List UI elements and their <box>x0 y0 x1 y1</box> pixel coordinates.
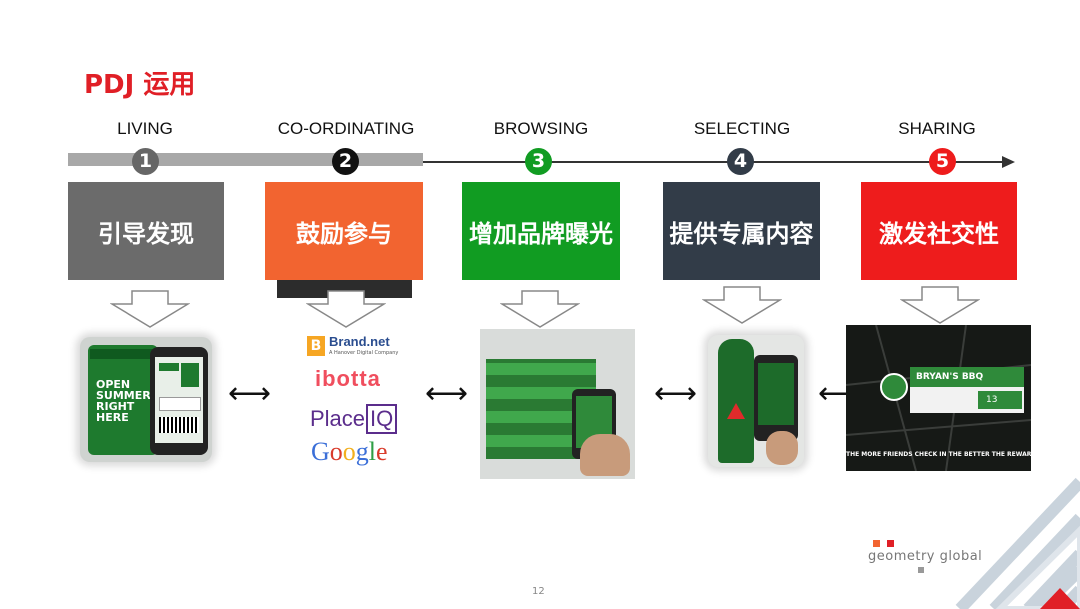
double-arrow-icon: ⟷ <box>425 376 469 411</box>
timeline-arrowhead-icon <box>1002 156 1015 168</box>
brand-square-icon <box>887 540 894 547</box>
map-pin-icon <box>880 373 908 401</box>
map-caption: THE MORE FRIENDS CHECK IN THE BETTER THE… <box>846 451 1037 458</box>
down-arrow-icon <box>306 290 386 328</box>
beer-bottle <box>718 339 754 463</box>
google-logo: Google <box>311 437 388 467</box>
screen-code-box <box>159 397 201 411</box>
venue-title: BRYAN'S BBQ <box>910 367 1024 387</box>
step-label-selecting: SELECTING <box>693 119 791 138</box>
ibotta-logo: ibotta <box>315 366 381 391</box>
double-arrow-icon: ⟷ <box>228 376 272 411</box>
google-letter: g <box>355 437 369 466</box>
double-arrow-icon: ⟷ <box>654 376 698 411</box>
google-letter: l <box>368 437 377 466</box>
down-arrow-icon <box>900 286 980 324</box>
red-star-icon <box>727 403 745 419</box>
page-title: PDJ 运用 <box>84 70 196 100</box>
poster-headline: OPEN SUMMER RIGHT HERE <box>96 378 151 424</box>
phone <box>150 347 208 455</box>
step-box-participate: 鼓励参与 <box>265 182 423 280</box>
beer-display <box>486 359 596 459</box>
step-box-social: 激发社交性 <box>861 182 1017 280</box>
phone-screen <box>758 363 794 425</box>
step-box-exposure: 增加品牌曝光 <box>462 182 620 280</box>
timeline-progress-bar <box>68 153 423 166</box>
google-letter: e <box>376 437 388 466</box>
step-label-browsing: BROWSING <box>493 119 589 138</box>
step-label-sharing: SHARING <box>898 119 976 138</box>
checkin-count: 13 <box>978 391 1022 409</box>
step-number-3: 3 <box>525 148 552 175</box>
step-label-coordinating: CO-ORDINATING <box>277 119 415 138</box>
poster-top-strip <box>90 349 156 359</box>
step-number-4: 4 <box>727 148 754 175</box>
step-number-1: 1 <box>132 148 159 175</box>
step-label-living: LIVING <box>117 119 173 138</box>
box-shadow-bar <box>277 280 412 298</box>
placeiq-iq: IQ <box>366 404 398 434</box>
placeiq-place: Place <box>310 406 366 431</box>
page-number: 12 <box>532 586 545 597</box>
photo-bottle-phone <box>708 335 804 467</box>
google-letter: o <box>342 437 356 466</box>
brand-logo-text: geometry global <box>868 549 983 564</box>
step-box-discover: 引导发现 <box>68 182 224 280</box>
brand-square-icon <box>873 540 880 547</box>
google-letter: o <box>329 437 343 466</box>
step-number-2: 2 <box>332 148 359 175</box>
screen-block <box>159 363 179 371</box>
brandnet-text: Brand.net <box>329 334 390 349</box>
brandnet-b-icon: B <box>307 336 325 356</box>
phone-screen <box>155 357 203 443</box>
photo-poster-scan: OPEN SUMMER RIGHT HERE <box>80 337 212 462</box>
hand <box>766 431 798 465</box>
brandnet-logo: B Brand.net A Hanover Digital Company <box>307 334 398 360</box>
step-box-exclusive: 提供专属内容 <box>663 182 820 280</box>
barcode-icon <box>159 417 199 433</box>
screen-bottle <box>181 363 199 387</box>
photo-map-app: BRYAN'S BBQ 13 THE MORE FRIENDS CHECK IN… <box>846 325 1037 471</box>
brand-square-icon <box>918 567 924 573</box>
phone <box>754 355 798 441</box>
step-number-5: 5 <box>929 148 956 175</box>
corner-pattern-decoration <box>955 477 1080 609</box>
google-letter: G <box>311 437 330 466</box>
hand <box>580 434 630 476</box>
poster: OPEN SUMMER RIGHT HERE <box>88 345 158 455</box>
down-arrow-icon <box>500 290 580 328</box>
down-arrow-icon <box>110 290 190 328</box>
photo-store-display <box>480 329 635 479</box>
down-arrow-icon <box>702 286 782 324</box>
brandnet-subtext: A Hanover Digital Company <box>329 350 399 356</box>
